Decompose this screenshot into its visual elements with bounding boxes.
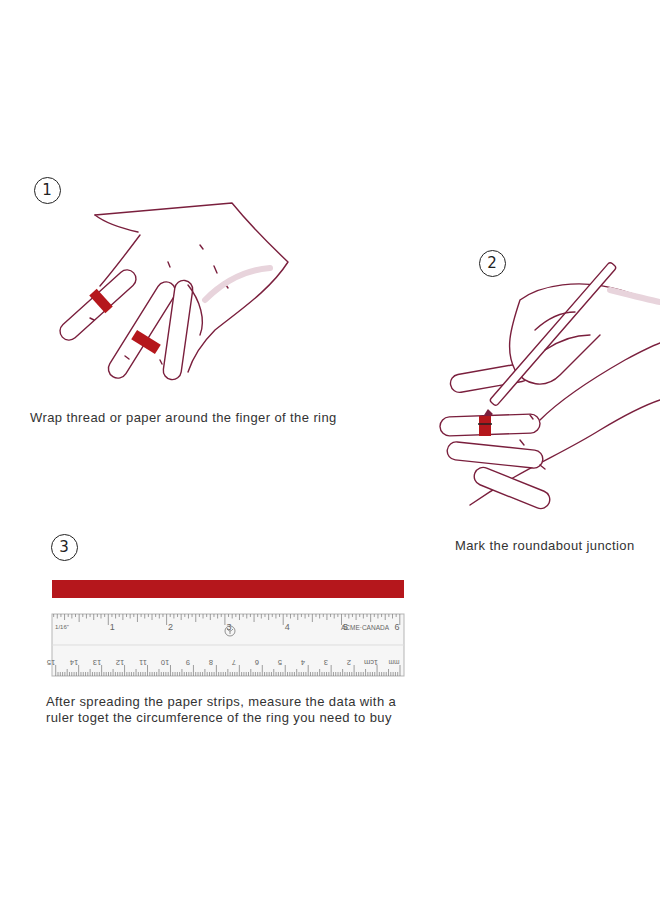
ruler <box>52 614 404 676</box>
ruler-number: 6 <box>255 658 259 666</box>
ruler-number: 6 <box>394 623 399 632</box>
step-caption: After spreading the paper strips, measur… <box>46 694 424 726</box>
ruler-brand: ACME·CANADA <box>341 625 389 632</box>
ruler-number: 14 <box>69 658 77 666</box>
ruler-number: 9 <box>186 658 190 666</box>
ruler-number: 2 <box>347 658 351 666</box>
step-number-text: 3 <box>59 540 69 555</box>
ruler-number: 3 <box>226 623 231 632</box>
ruler-number: 3 <box>324 658 328 666</box>
ruler-number: 15 <box>47 658 55 666</box>
paper-strip <box>52 580 404 598</box>
ruler-number: 11 <box>139 658 147 666</box>
step-caption: Mark the roundabout junction <box>455 538 655 554</box>
ruler-number: 10 <box>161 658 169 666</box>
ruler-number: 2 <box>168 623 173 632</box>
ruler-number: 4 <box>285 623 290 632</box>
ruler-unit: 1/16" <box>55 624 69 630</box>
hand-drawing <box>56 203 288 382</box>
step-number: 3 <box>51 534 78 561</box>
ruler-unit: mm <box>389 659 400 666</box>
step-caption: Wrap thread or paper around the finger o… <box>30 410 390 426</box>
ruler-number: 8 <box>209 658 213 666</box>
ruler-number: 5 <box>278 658 282 666</box>
step-number: 2 <box>479 250 506 277</box>
ruler-number: 13 <box>92 658 100 666</box>
step-number-text: 1 <box>42 183 52 198</box>
ruler-number: 7 <box>232 658 236 666</box>
hand-drawing <box>440 262 660 512</box>
step-number-text: 2 <box>487 256 497 271</box>
ruler-number: 1 <box>110 623 115 632</box>
ruler-number: 12 <box>115 658 123 666</box>
ruler-number: 4 <box>301 658 305 666</box>
step-number: 1 <box>34 177 61 204</box>
ruler-number: 1cm <box>364 658 378 666</box>
